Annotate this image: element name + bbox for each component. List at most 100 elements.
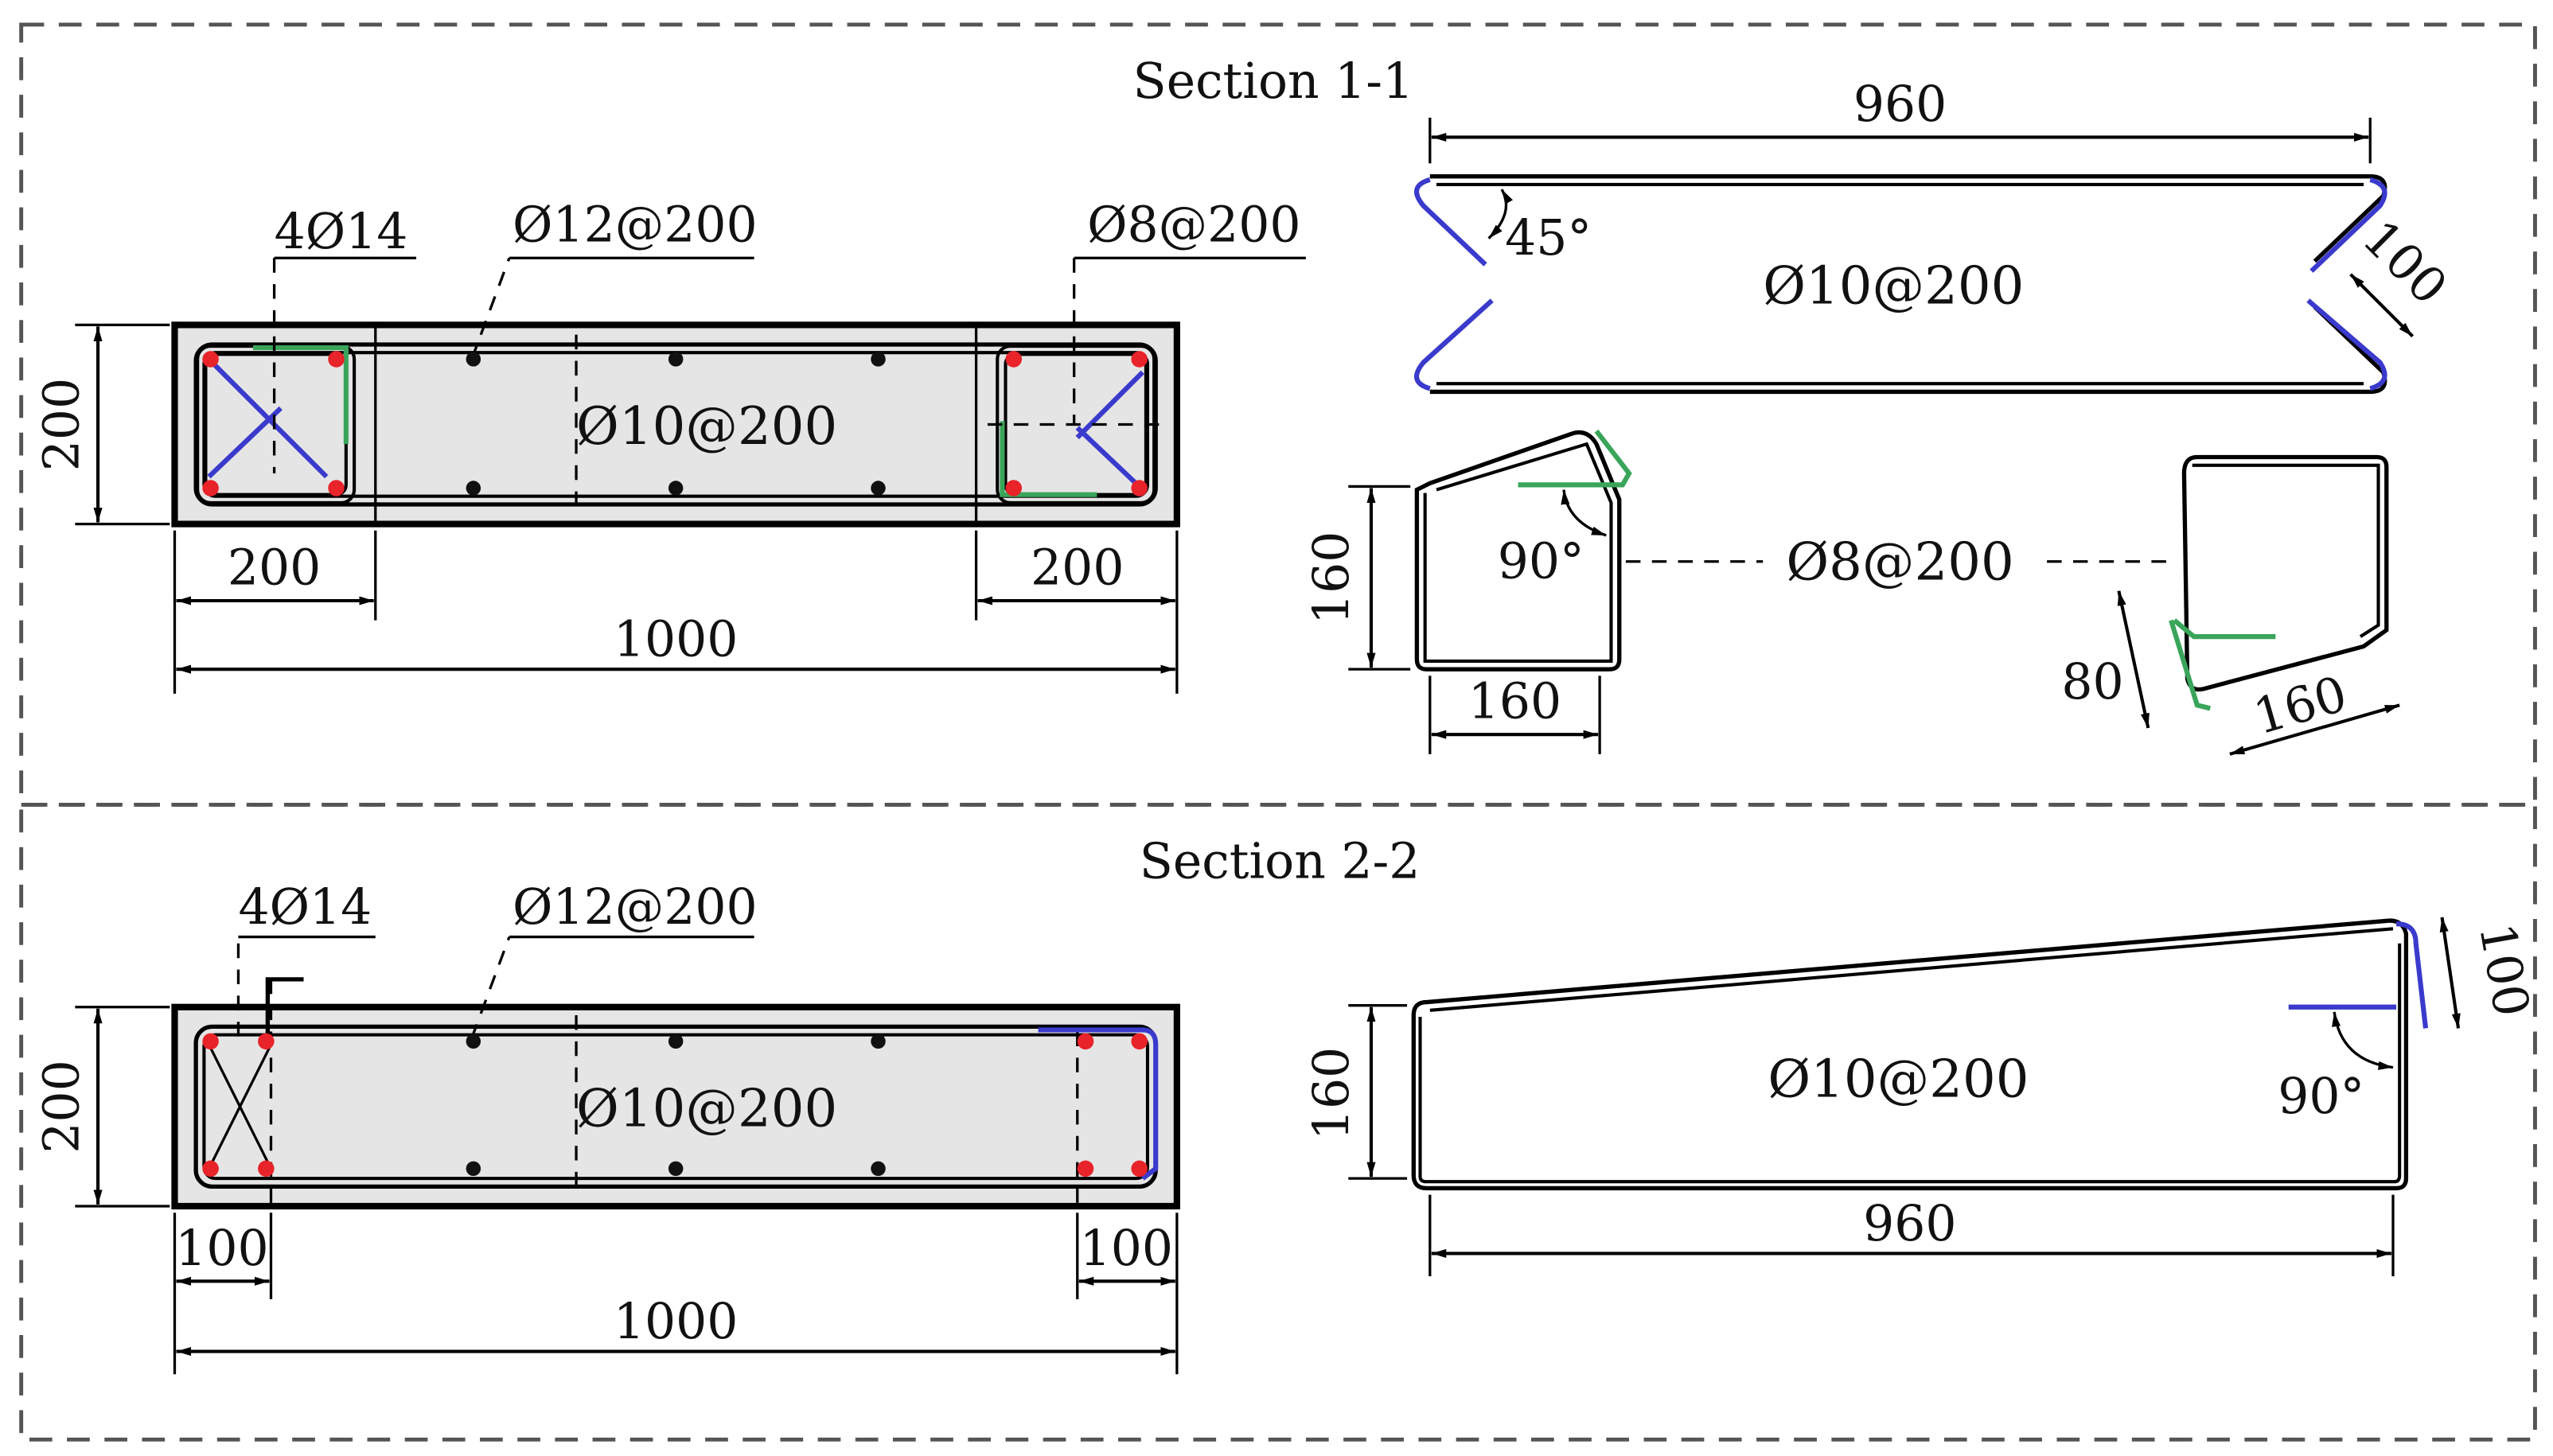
section-2-total-dim: 1000 [614,1293,739,1350]
section-2-left-hook [265,977,304,1038]
frame-section-2 [19,802,2537,1442]
hoop-angle: 90° [2278,1068,2364,1125]
right-blue-tie [1075,370,1144,492]
corner-bar [202,351,219,368]
left-stirrup-hook [1518,429,1632,488]
corner-bar [202,1160,219,1178]
section-2-corner-bars [202,1033,1148,1178]
section-1-web-bars [466,352,886,496]
section-1-right-zone-dim: 200 [1031,539,1124,596]
corner-bar [328,480,345,496]
long-tie-left-hook-top [1414,177,1487,267]
dim-right-stirrup-hook [2117,590,2150,729]
web-bar [668,481,684,496]
right-stirrup-hook-dim: 80 [2061,653,2123,710]
dim-long-tie-hook [2349,273,2415,338]
corner-bar [258,1033,275,1050]
section-1-corner-bar-label: 4Ø14 [275,203,408,260]
leader-2-d12 [470,936,511,1039]
corner-bar [202,1033,219,1050]
dim-hoop-hook [2439,917,2461,1029]
angle-arc-90-left [1561,489,1607,537]
detail-stirrups: 90° 160 160 Ø8@200 80 160 [1303,429,2400,756]
left-stirrup-body-inner [1423,442,1613,663]
web-bar [871,1034,886,1049]
section-1-title: Section 1-1 [1133,53,1414,110]
left-blue-tie [207,357,329,479]
section-2-web-bar-label: Ø12@200 [513,878,758,936]
stirrups-label: Ø8@200 [1786,531,2013,592]
web-bar [871,352,886,367]
web-bar [668,1034,684,1049]
long-tie-right-hook-bottom [2306,298,2387,391]
right-stirrup-hook [2169,618,2276,711]
corner-bar [202,480,219,496]
section-1-total-dim: 1000 [614,611,739,668]
long-tie-length-dim: 960 [1853,76,1947,133]
detail-long-tie: 960 45° Ø10@200 100 [1414,76,2458,395]
hoop-body-inner [1418,927,2402,1184]
corner-bar [1077,1033,1094,1050]
corner-bar [1131,480,1148,496]
section-1-corner-bars [202,351,1148,496]
left-stirrup-angle: 90° [1498,532,1584,590]
long-tie-right-hook-top [2309,177,2387,273]
section-1-web-bar-label: Ø12@200 [513,197,758,254]
web-bar [668,352,684,367]
corner-bar [1005,480,1023,496]
dim-right-stirrup-width [2229,703,2400,756]
section-2-right-zone-dim: 100 [1080,1220,1173,1277]
left-stirrup-width-dim: 160 [1468,673,1561,730]
right-stirrup-width-dim: 160 [2247,665,2353,746]
left-green-stirrup [252,345,349,445]
section-2-right-blue [1038,1027,1159,1181]
section-2-web-bars [466,1034,886,1177]
hoop-height-dim: 160 [1303,1047,1360,1140]
web-bar [466,481,481,496]
leader-d12 [470,257,511,360]
section-2-left-tie [208,1044,272,1170]
web-bar [466,1161,481,1177]
right-stirrup-body [2181,454,2389,692]
angle-arc-90-hoop [2332,1011,2394,1070]
section-2-inner-label: Ø10@200 [576,1078,837,1139]
angle-arc-45 [1487,189,1514,239]
web-bar [871,1161,886,1177]
hoop-label: Ø10@200 [1768,1049,2029,1110]
web-bar [466,352,481,367]
hoop-hook [2288,921,2429,1029]
section-2-left-zone-dim: 100 [175,1220,268,1277]
corner-bar [1005,351,1023,368]
hoop-length-dim: 960 [1863,1195,1956,1252]
web-bar [871,481,886,496]
section-1-height-dim: 200 [33,378,90,471]
corner-bar [328,351,345,368]
detail-hoop: 90° Ø10@200 160 100 960 [1303,917,2540,1277]
corner-bar [1131,351,1148,368]
web-bar [466,1034,481,1049]
section-2-title: Section 2-2 [1140,833,1421,890]
corner-bar [1131,1033,1148,1050]
long-tie-left-hook-bottom [1414,298,1494,391]
hoop-hook-dim: 100 [2468,919,2540,1021]
corner-bar [1131,1160,1148,1178]
section-2-corner-bar-label: 4Ø14 [238,878,372,936]
corner-bar [258,1160,275,1178]
section-1-1: Section 1-1 4Ø14 Ø12@200 Ø8@200 [33,53,1413,694]
web-bar [668,1161,684,1177]
section-2-2: Section 2-2 4Ø14 Ø12@200 Ø10@200 [33,833,1420,1375]
left-stirrup-body [1414,430,1622,672]
long-tie-body-inner [1436,182,2364,386]
long-tie-label: Ø10@200 [1763,256,2024,317]
corner-bar [1077,1160,1094,1178]
section-1-hoop-label: Ø8@200 [1087,197,1301,254]
section-1-inner-label: Ø10@200 [576,396,837,457]
long-tie-hook-dim: 100 [2352,209,2458,316]
section-2-height-dim: 200 [33,1060,90,1153]
right-green-stirrup [1000,421,1097,497]
right-stirrup-body-inner [2192,463,2380,638]
long-tie-angle: 45° [1505,209,1592,267]
left-stirrup-height-dim: 160 [1303,531,1360,625]
section-1-left-zone-dim: 200 [228,539,321,596]
